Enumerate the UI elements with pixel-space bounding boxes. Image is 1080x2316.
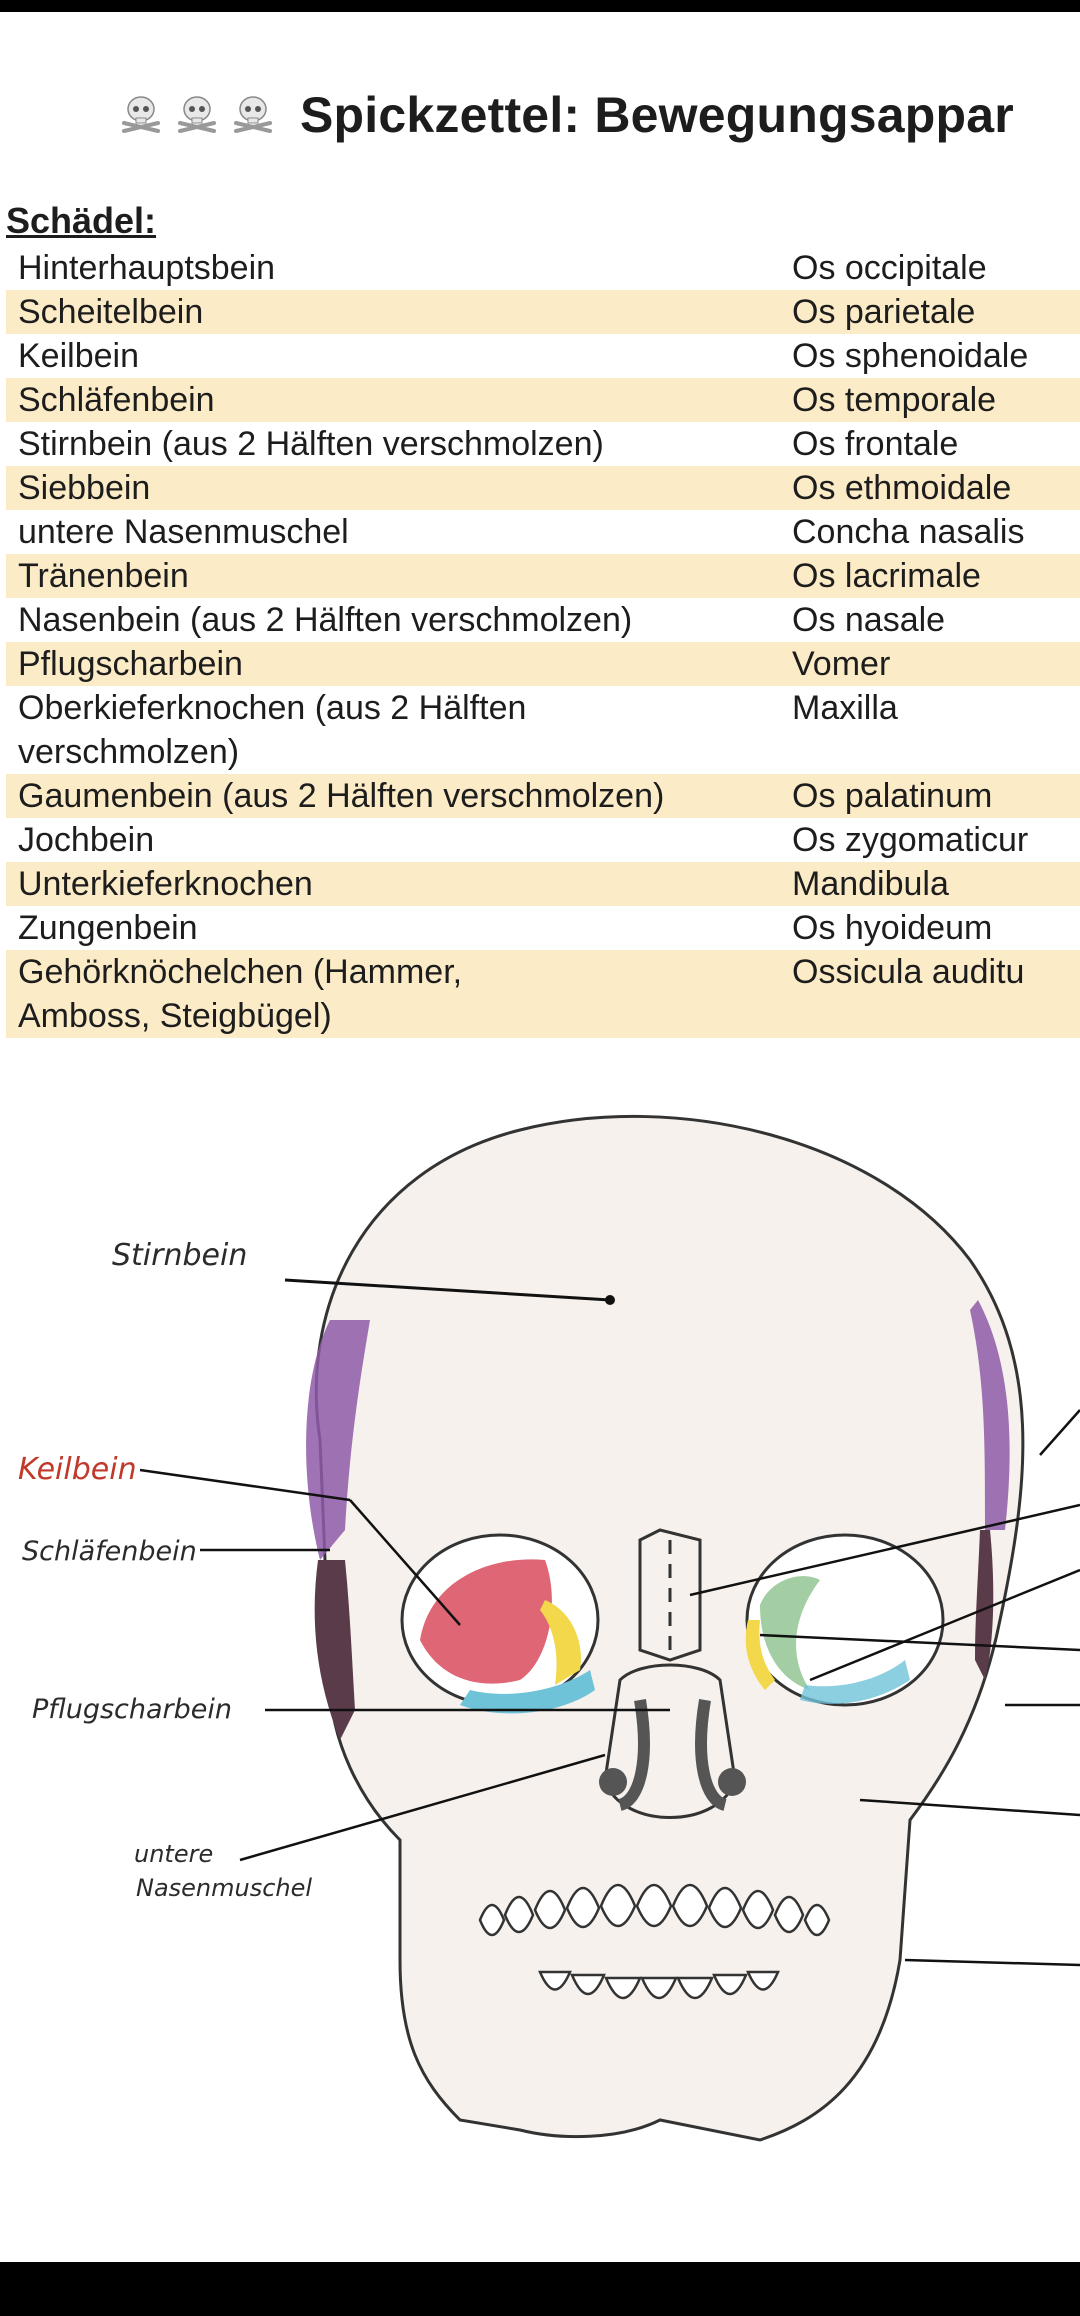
table-row: Gehörknöchelchen (Hammer, Amboss, Steigb…	[6, 950, 1080, 1038]
german-name: Schläfenbein	[18, 381, 215, 419]
table-row: untere Nasenmuschel Concha nasalis	[6, 510, 1080, 554]
table-row: Unterkieferknochen Mandibula	[6, 862, 1080, 906]
table-row: Pflugscharbein Vomer	[6, 642, 1080, 686]
table-row: Zungenbein Os hyoideum	[6, 906, 1080, 950]
table-row: Hinterhauptsbein Os occipitale	[6, 246, 1080, 290]
latin-name: Maxilla	[792, 689, 898, 727]
german-name: Hinterhauptsbein	[18, 249, 276, 287]
latin-name: Os frontale	[792, 425, 959, 463]
latin-name: Os occipitale	[792, 249, 987, 287]
table-row: Keilbein Os sphenoidale	[6, 334, 1080, 378]
table-row: Gaumenbein (aus 2 Hälften verschmolzen) O…	[6, 774, 1080, 818]
german-name: Oberkieferknochen (aus 2 Hälften verschm…	[18, 689, 527, 771]
table-row: Nasenbein (aus 2 Hälften verschmolzen) Os…	[6, 598, 1080, 642]
table-row: Stirnbein (aus 2 Hälften verschmolzen) Os…	[6, 422, 1080, 466]
skull-icon	[232, 93, 274, 138]
latin-name: Os temporale	[792, 381, 997, 419]
skull-icon	[176, 93, 218, 138]
label-nasenmuschel: Nasenmuschel	[136, 1874, 313, 1902]
label-untere: untere	[134, 1840, 214, 1868]
latin-name: Mandibula	[792, 865, 949, 903]
german-name: Scheitelbein	[18, 293, 204, 331]
german-name: Tränenbein	[18, 557, 189, 595]
top-bar	[0, 0, 1080, 12]
latin-name: Os parietale	[792, 293, 976, 331]
bone-table: Hinterhauptsbein Os occipitale Scheitelbe…	[6, 246, 1080, 1038]
german-name: Stirnbein (aus 2 Hälften verschmolzen)	[18, 425, 604, 463]
label-stirnbein: Stirnbein	[112, 1238, 248, 1273]
skull-icon-group	[120, 93, 274, 138]
skull-icon	[120, 93, 162, 138]
skull-drawing	[139, 1114, 1080, 2142]
table-row: Oberkieferknochen (aus 2 Hälften verschm…	[6, 686, 1080, 774]
skull-diagram: Stirnbein Keilbein Schläfenbein Pflugsch…	[0, 1060, 1080, 2220]
latin-name: Os nasale	[792, 601, 946, 639]
latin-name: Os sphenoidale	[792, 337, 1029, 375]
latin-name: Os palatinum	[792, 777, 993, 815]
latin-name: Concha nasalis	[792, 513, 1025, 551]
table-row: Tränenbein Os lacrimale	[6, 554, 1080, 598]
latin-name: Os hyoideum	[792, 909, 993, 947]
latin-name: Ossicula auditu	[792, 953, 1025, 991]
table-row: Schläfenbein Os temporale	[6, 378, 1080, 422]
german-name: Pflugscharbein	[18, 645, 243, 683]
german-name: Nasenbein (aus 2 Hälften verschmolzen)	[18, 601, 633, 639]
table-row: Jochbein Os zygomaticur	[6, 818, 1080, 862]
label-pflugscharbein: Pflugscharbein	[32, 1694, 233, 1725]
german-name: Unterkieferknochen	[18, 865, 313, 903]
latin-name: Os zygomaticur	[792, 821, 1029, 859]
table-row: Scheitelbein Os parietale	[6, 290, 1080, 334]
section-heading: Schädel:	[6, 200, 157, 241]
german-name: Siebbein	[18, 469, 151, 507]
german-name: Keilbein	[18, 337, 139, 375]
latin-name: Os lacrimale	[792, 557, 981, 595]
german-name: Gehörknöchelchen (Hammer, Amboss, Steigb…	[18, 953, 463, 1035]
german-name: untere Nasenmuschel	[18, 513, 349, 551]
latin-name: Os ethmoidale	[792, 469, 1012, 507]
title-text: Spickzettel: Bewegungsappar	[300, 87, 1014, 143]
bottom-bar	[0, 2262, 1080, 2316]
german-name: Gaumenbein (aus 2 Hälften verschmolzen)	[18, 777, 665, 815]
label-schlaefenbein: Schläfenbein	[22, 1536, 197, 1567]
page-title: Spickzettel: Bewegungsappar	[120, 86, 1014, 144]
table-row: Siebbein Os ethmoidale	[6, 466, 1080, 510]
german-name: Zungenbein	[18, 909, 198, 947]
german-name: Jochbein	[18, 821, 155, 859]
latin-name: Vomer	[792, 645, 891, 683]
label-keilbein: Keilbein	[18, 1452, 137, 1487]
